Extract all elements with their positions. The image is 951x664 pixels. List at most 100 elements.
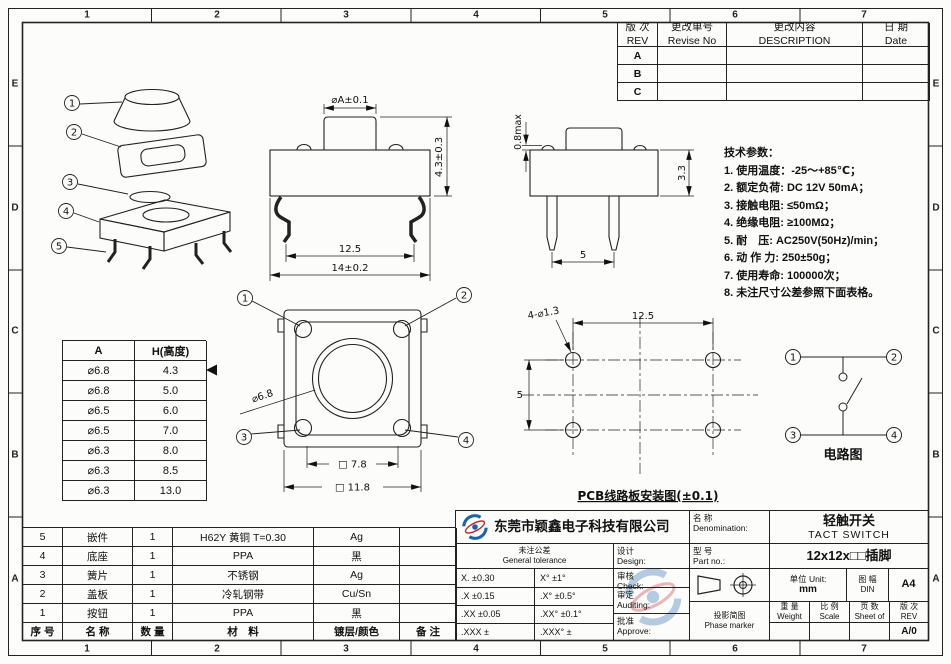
pcb-caption: PCB线路板安装图(±0.1)	[577, 488, 718, 503]
grid-col-label: 6	[732, 643, 738, 655]
top-view: 1 2 3 4 ⌀6.8 □ 7.8 □ 11.8	[236, 287, 474, 494]
tech-param-item: 3. 接触电阻: ≤50mΩ；	[724, 199, 835, 212]
top-terminal-1	[293, 319, 313, 339]
bom-header-plating: 镀层/颜色	[314, 622, 400, 641]
grid-col-label: 5	[602, 643, 608, 655]
unit-value: mm	[799, 584, 817, 596]
denomination-en: TACT SWITCH	[808, 528, 890, 541]
top-button-outer	[311, 337, 394, 420]
dim-hole-span-v: 5	[517, 390, 523, 401]
height-row-marker-icon	[206, 364, 217, 376]
bom-cell-material: H62Y 黄铜 T=0.30	[173, 528, 314, 547]
design-label: 设计 Design:	[613, 543, 690, 569]
callout-4: 4	[63, 207, 69, 218]
weight-label: 重 量 Weight	[769, 601, 810, 623]
projection-symbol	[689, 568, 770, 602]
denomination-cn: 轻触开关	[822, 512, 875, 528]
company-logo-icon	[461, 513, 489, 541]
exploded-callouts: 1 2 3 4 5	[51, 95, 129, 254]
sheet-of-label: 页 数 Sheet of	[849, 601, 890, 623]
tolerance-angular-2: .X° ±0.5°	[534, 587, 614, 606]
grid-row-label: B	[932, 449, 940, 461]
height-cell-a: ⌀6.3	[63, 441, 135, 461]
circuit-caption: 电路图	[823, 447, 862, 463]
dim-button-dia: ⌀A±0.1	[331, 95, 368, 106]
dim-side-pin-span: 5	[580, 250, 586, 261]
front-bumps	[296, 143, 404, 151]
bom-cell-material: 不锈钢	[173, 566, 314, 585]
revision-desc-cell	[727, 47, 863, 65]
exploded-knob	[113, 88, 191, 132]
revision-desc-cell	[727, 65, 863, 83]
revision-no-cell	[658, 47, 727, 65]
circuit-contact-bottom	[838, 402, 848, 412]
tolerance-angular-4: .XXX° ±	[534, 623, 614, 641]
tech-param-item: 5. 耐 压: AC250V(50Hz)/min；	[724, 234, 885, 247]
revision-letter: A	[618, 47, 658, 65]
circuit-lever	[846, 377, 863, 405]
side-bumps	[541, 144, 647, 151]
bom-cell-plating: Cu/Sn	[314, 585, 400, 604]
exploded-dome	[129, 190, 171, 204]
bom-cell-qty: 1	[133, 547, 173, 566]
grid-row-label: E	[932, 78, 940, 90]
dim-hole-span-h: 12.5	[632, 311, 654, 322]
exploded-base	[99, 199, 233, 270]
grid-col-label: 3	[343, 9, 349, 21]
bom-header-row: 序 号 名 称 数 量 材 料 镀层/颜色 备 注	[22, 622, 457, 641]
bom-header-name: 名 称	[63, 622, 133, 641]
grid-col-label: 2	[214, 643, 220, 655]
circuit-terminal-3: 3	[790, 431, 796, 442]
side-pin-left	[546, 195, 558, 251]
tolerance-angular-3: .XX° ±0.1°	[534, 605, 614, 624]
grid-col-label: 4	[473, 9, 479, 21]
top-terminal-4	[392, 418, 412, 438]
din-value: A4	[888, 568, 929, 602]
grid-col-label: 7	[861, 643, 867, 655]
front-leg-left	[274, 195, 291, 244]
tech-param-item: 1. 使用温度：-25～+85℃；	[724, 164, 862, 177]
tolerance-linear-3: .XX ±0.05	[455, 605, 535, 624]
height-cell-a: ⌀6.3	[63, 481, 135, 501]
side-dimensions: 0.8max 3.3 5	[513, 114, 694, 268]
bom-header-no: 序 号	[23, 622, 63, 641]
circuit-terminal-2: 2	[891, 353, 897, 364]
dim-body-height: 3.3	[677, 165, 688, 181]
projection-trapezoid-icon	[696, 575, 721, 595]
tolerance-angular-1: X° ±1°	[534, 568, 614, 588]
grid-row-label: C	[11, 325, 19, 337]
bom-cell-name: 底座	[63, 547, 133, 566]
callout-5: 5	[56, 242, 62, 253]
height-cell-a: ⌀6.8	[63, 381, 135, 401]
top-corner-tabs	[277, 318, 428, 439]
revision-desc-cell	[727, 83, 863, 101]
bom-cell-qty: 1	[133, 528, 173, 547]
sheet-of-value	[849, 622, 890, 641]
grid-col-label: 5	[602, 9, 608, 21]
grid-col-label: 6	[732, 9, 738, 21]
pcb-view: 12.5 5 4-⌀1.3 PCB线路板安装图(±0.1)	[517, 306, 758, 503]
callout-3: 3	[67, 178, 73, 189]
company-name: 东莞市颖鑫电子科技有限公司	[494, 518, 670, 534]
company-cell: 东莞市颖鑫电子科技有限公司	[455, 510, 690, 544]
side-pin-right	[608, 195, 620, 251]
bom-cell-material: 冷轧钢带	[173, 585, 314, 604]
bom-header-qty: 数 量	[133, 622, 173, 641]
unit-label: 单位 Unit:	[789, 573, 827, 584]
bom-cell-qty: 1	[133, 566, 173, 585]
grid-col-label: 7	[861, 9, 867, 21]
grid-row-label: D	[932, 202, 940, 214]
tech-param-item: 6. 动 作 力: 250±50g；	[724, 252, 837, 264]
phase-marker-label: 投影简图 Phase marker	[689, 601, 770, 641]
bom-cell-qty: 1	[133, 585, 173, 604]
side-view: 0.8max 3.3 5	[513, 114, 694, 268]
height-cell-a: ⌀6.5	[63, 401, 135, 421]
grid-col-label: 3	[343, 643, 349, 655]
top-callout-4: 4	[463, 436, 469, 447]
bom-cell-name: 嵌件	[63, 528, 133, 547]
height-cell-h: 8.0	[135, 441, 207, 461]
bom-cell-name: 簧片	[63, 566, 133, 585]
bom-header-remark: 备 注	[400, 622, 457, 641]
rev-label: 版 次 REV	[889, 601, 929, 623]
